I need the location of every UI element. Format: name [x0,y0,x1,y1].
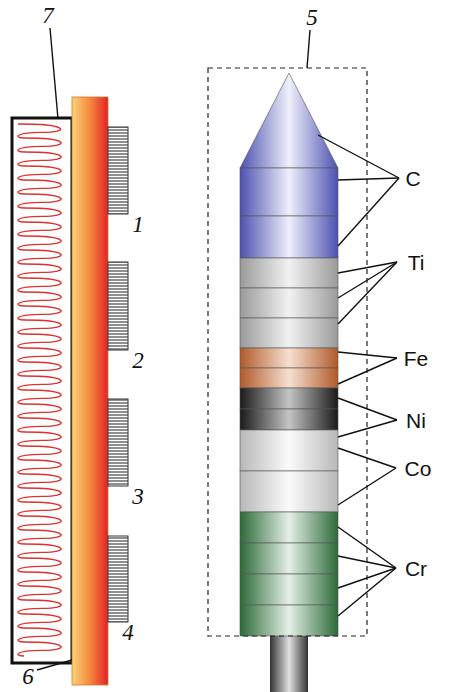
callout-number: 4 [122,621,134,644]
leader-lines [37,28,72,670]
sample [108,399,128,486]
sample [108,127,128,214]
leader-lines [307,30,399,616]
element-label: C [405,168,420,189]
element-label: Cr [405,558,427,579]
callout-number: 7 [42,4,54,27]
heater-coil [18,124,61,656]
element-label: Ti [408,252,425,273]
element-label: Fe [404,348,429,369]
callout-number: 1 [132,213,144,236]
callout-number: 2 [132,349,144,372]
element-label: Co [405,458,432,479]
element-label: Ni [406,410,426,431]
sample [108,262,128,350]
substrate-bar [72,97,108,685]
heater-housing [12,118,72,663]
sample [108,536,128,622]
callout-number: 3 [132,485,144,508]
callout-number: 5 [306,6,318,29]
callout-number: 6 [22,665,34,688]
holder-rod [270,636,308,692]
target-segments [240,73,338,636]
